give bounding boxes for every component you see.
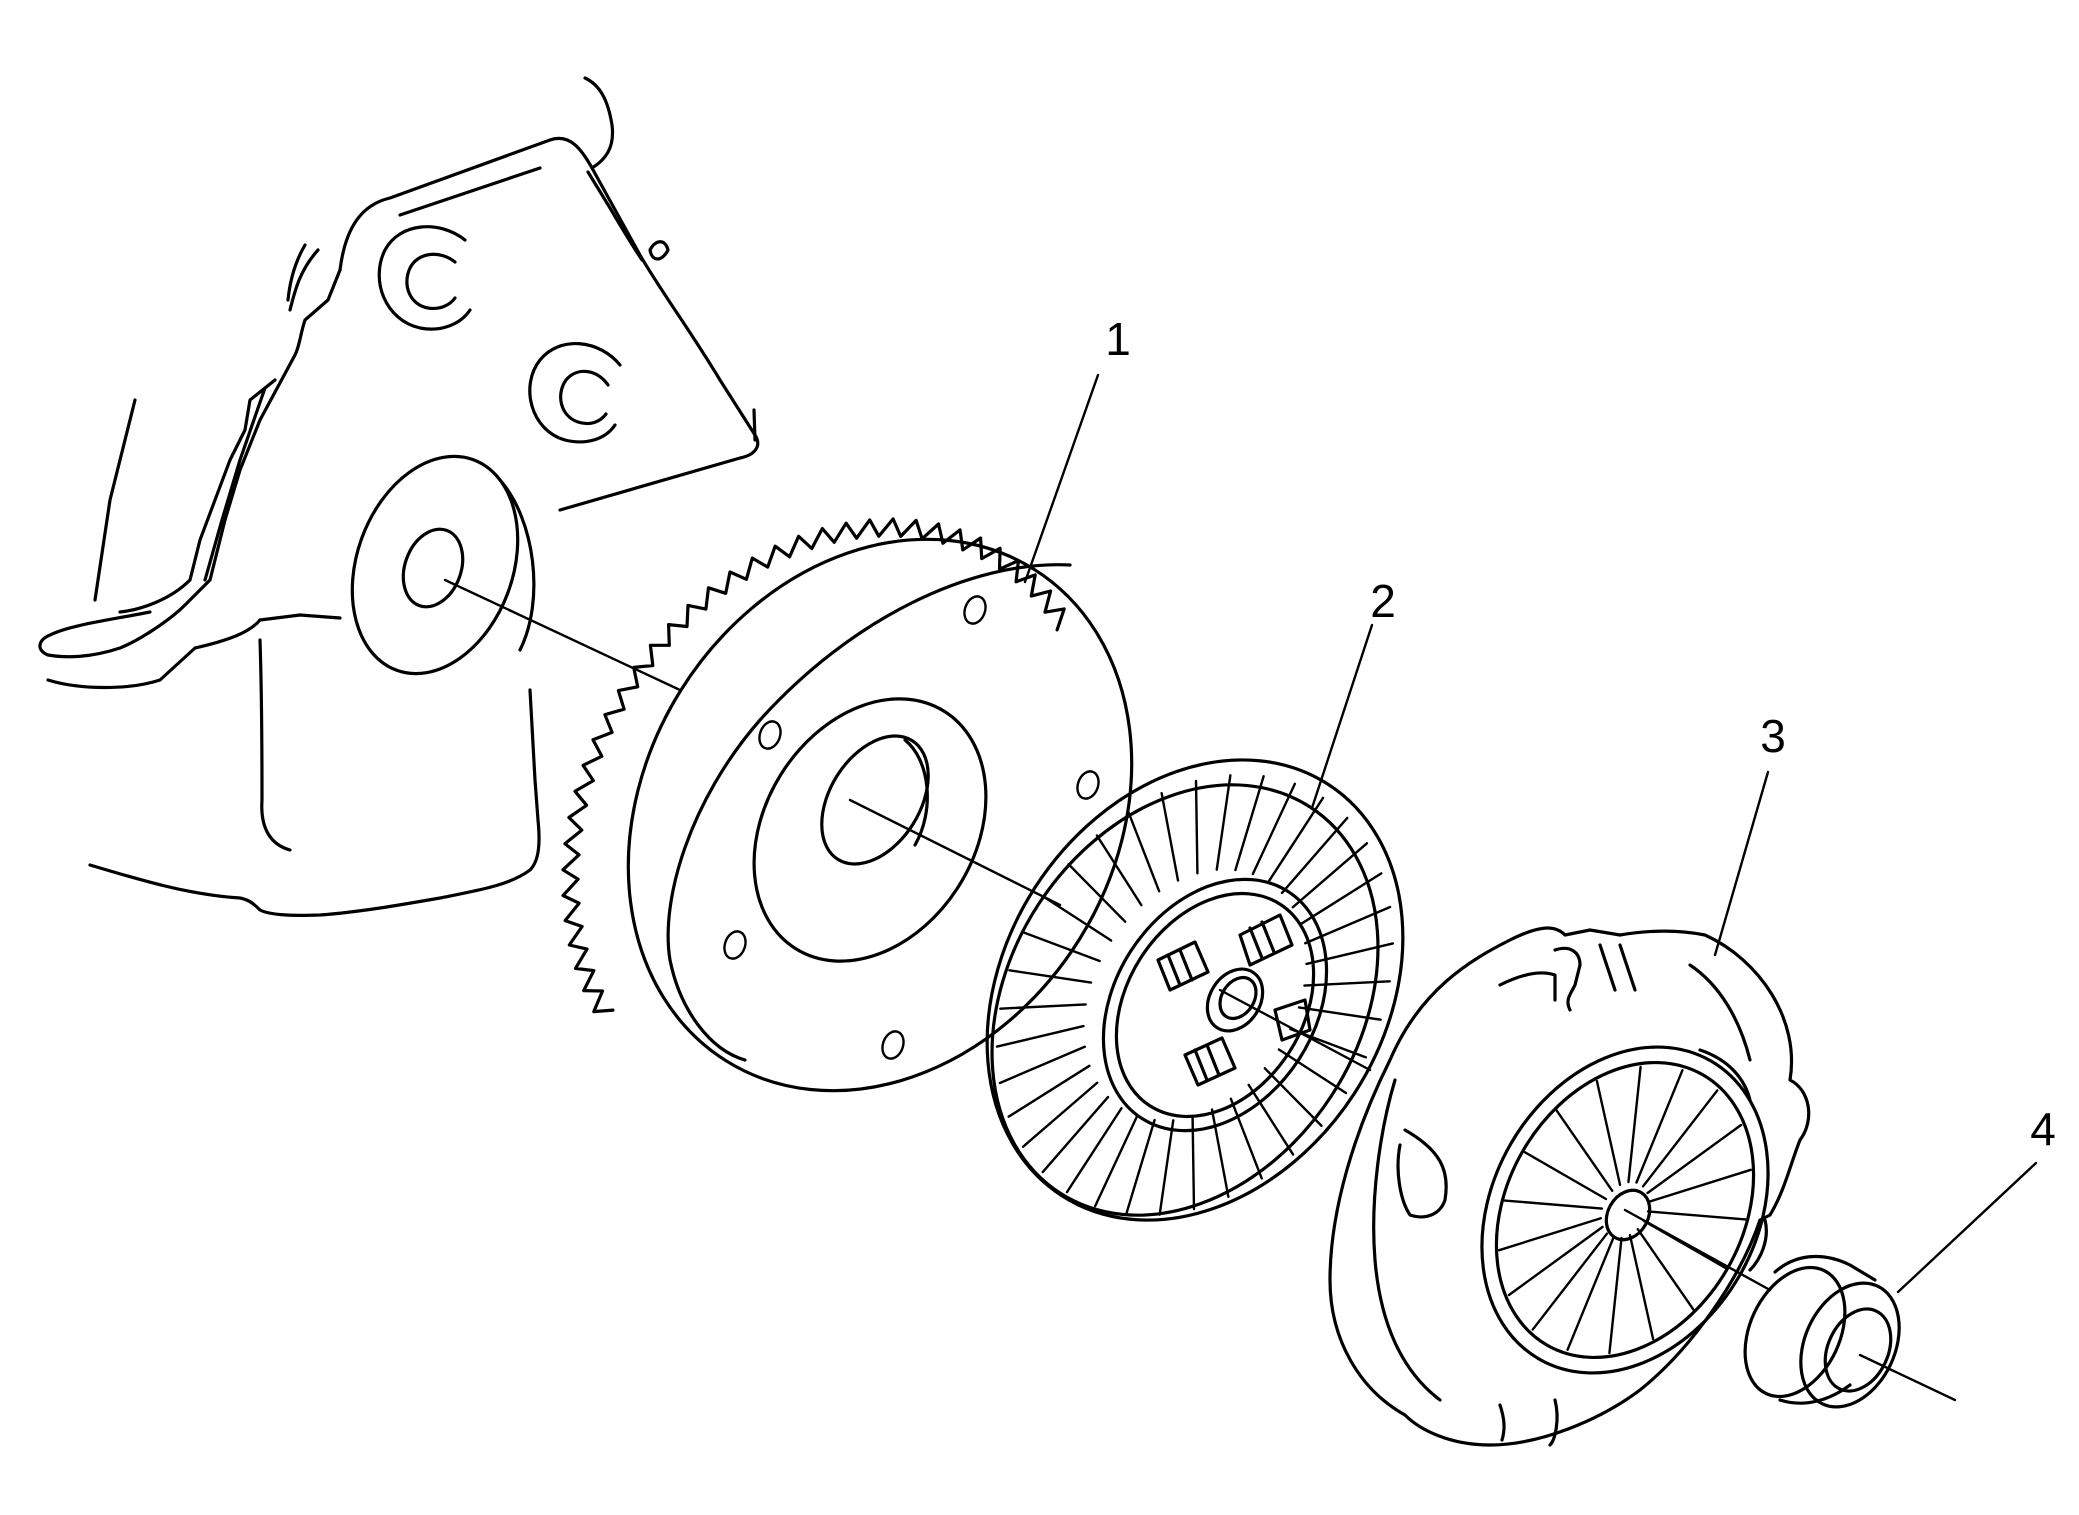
callout-label-flywheel: 1	[1105, 313, 1131, 365]
disc-friction-segment	[1247, 1083, 1295, 1156]
disc-friction-segment	[1095, 834, 1143, 907]
leader-flywheel	[1023, 373, 1100, 584]
diaphragm-finger	[1523, 1150, 1608, 1201]
disc-friction-segment	[1304, 905, 1392, 945]
disc-friction-segment	[1277, 1048, 1348, 1095]
disc-friction-segment	[1291, 842, 1369, 909]
clutch-disc	[985, 758, 1405, 1222]
disc-friction-segment	[999, 1003, 1087, 1010]
disc-friction-segment	[1280, 816, 1349, 895]
assembly-axis	[443, 578, 1957, 1402]
disc-friction-segment	[1229, 1097, 1263, 1180]
diaphragm-finger	[1646, 1123, 1743, 1195]
diaphragm-finger	[1503, 1199, 1604, 1210]
diaphragm-finger	[1648, 1168, 1753, 1203]
diaphragm-finger	[1636, 1228, 1695, 1311]
disc-friction-segment	[1194, 779, 1199, 875]
release-bearing	[1743, 1254, 1901, 1409]
callout-leaders	[1023, 373, 2038, 1294]
disc-friction-segment	[1158, 1119, 1175, 1216]
diaphragm-finger	[1531, 1232, 1609, 1331]
disc-friction-segment	[995, 1024, 1085, 1048]
disc-friction-segment	[1008, 969, 1093, 984]
disc-friction-segment	[1041, 1095, 1110, 1174]
disc-friction-segment	[1234, 775, 1265, 872]
disc-friction-segment	[1127, 810, 1161, 893]
disc-friction-segment	[1042, 895, 1113, 942]
disc-friction-segment	[1065, 1107, 1123, 1194]
diaphragm-finger	[1635, 1069, 1684, 1184]
leader-release-bearing	[1896, 1161, 2038, 1294]
disc-friction-segment	[1297, 1006, 1382, 1021]
diaphragm-finger	[1608, 1236, 1623, 1355]
callout-label-clutch-disc: 2	[1370, 575, 1396, 627]
engine-block	[38, 76, 760, 917]
disc-friction-segment	[1263, 1067, 1323, 1127]
diaphragm-finger	[1555, 1109, 1614, 1192]
leader-pressure-plate	[1713, 770, 1770, 957]
callout-labels: 1 2 3 4	[1105, 313, 2056, 1155]
diaphragm-finger	[1627, 1065, 1642, 1184]
disc-friction-segment	[1210, 1108, 1230, 1198]
disc-friction-segment	[1305, 942, 1395, 966]
disc-friction-segment	[1191, 1115, 1196, 1211]
disc-friction-segment	[1007, 1064, 1091, 1118]
disc-friction-segment	[1303, 980, 1391, 987]
disc-friction-segment	[1067, 863, 1127, 923]
callout-label-pressure-plate: 3	[1760, 710, 1786, 762]
disc-friction-segment	[998, 1045, 1086, 1085]
callout-label-release-bearing: 4	[2030, 1103, 2056, 1155]
disc-friction-segment	[1093, 1114, 1139, 1208]
diaphragm-finger	[1507, 1225, 1604, 1297]
disc-friction-segment	[1267, 796, 1325, 883]
diaphragm-finger	[1646, 1210, 1747, 1221]
diaphragm-finger	[1497, 1217, 1602, 1252]
pressure-plate	[1328, 926, 1811, 1447]
diaphragm-finger	[1566, 1236, 1615, 1351]
leader-clutch-disc	[1310, 623, 1374, 810]
disc-friction-segment	[1125, 1118, 1156, 1215]
diaphragm-finger	[1628, 1233, 1655, 1341]
diaphragm-finger	[1595, 1079, 1622, 1187]
disc-friction-segment	[1021, 1081, 1099, 1148]
disc-friction-segment	[1215, 774, 1232, 871]
disc-friction-segment	[1251, 782, 1297, 876]
disc-friction-segment	[1299, 872, 1383, 926]
disc-friction-segment	[1022, 931, 1101, 963]
diaphragm-finger	[1641, 1089, 1719, 1188]
disc-friction-segment	[1160, 792, 1180, 882]
